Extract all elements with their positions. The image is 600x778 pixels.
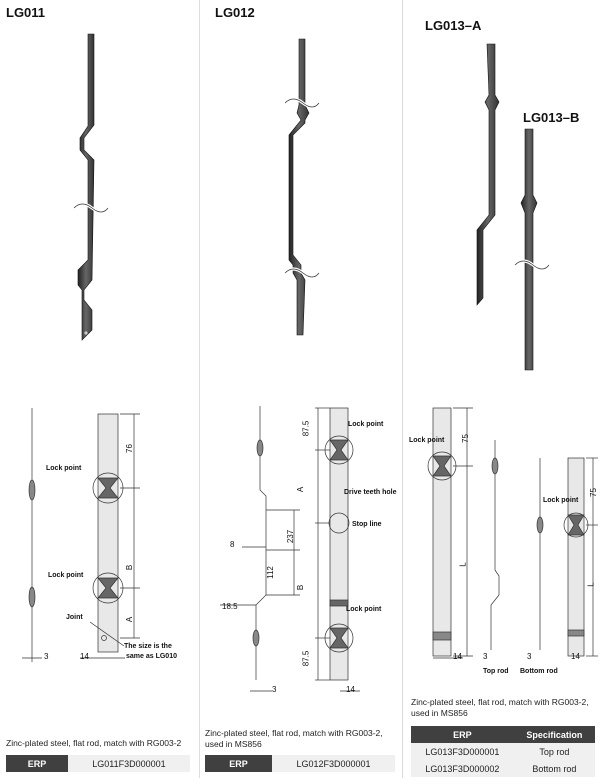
dimension-3: 3: [272, 685, 277, 694]
product-column-lg012: LG012: [199, 0, 402, 778]
product-description: Zinc-plated steel, flat rod, match with …: [205, 728, 383, 749]
dimension-a: A: [296, 486, 306, 493]
erp-table: ERP LG012F3D000001: [205, 755, 395, 772]
erp-header: ERP: [6, 755, 68, 772]
erp-code: LG013F3D000002: [411, 760, 514, 777]
dimension-14: 14: [571, 652, 580, 661]
erp-header: ERP: [411, 726, 514, 743]
model-title: LG011: [6, 5, 46, 20]
lock-point-label: Lock point: [348, 421, 384, 428]
note-label: The size is the: [124, 643, 172, 650]
rod-render-image: [283, 38, 321, 336]
dimension-l: L: [458, 562, 468, 567]
top-rod-label: Top rod: [483, 668, 509, 675]
table-row: LG013F3D000001 Top rod: [411, 743, 595, 760]
rod-drawing: [220, 406, 360, 692]
dimension-14: 14: [453, 652, 462, 661]
rod-render-image: [476, 43, 500, 306]
lock-point-label: Lock point: [48, 572, 84, 579]
dimension-l: L: [586, 582, 596, 587]
erp-code: LG011F3D000001: [68, 755, 190, 772]
dimension-76: 76: [124, 444, 134, 453]
rod-render-image: [513, 128, 551, 371]
dimension-14: 14: [346, 685, 355, 694]
dimension-87-5: 87.5: [301, 420, 311, 437]
lock-point-label: Lock point: [409, 437, 445, 444]
dimension-3: 3: [44, 652, 49, 661]
product-description: Zinc-plated steel, flat rod, match with …: [6, 738, 182, 748]
erp-header: ERP: [205, 755, 272, 772]
product-description: Zinc-plated steel, flat rod, match with …: [411, 697, 589, 718]
dimension-75: 75: [588, 488, 598, 497]
dimension-3: 3: [483, 652, 488, 661]
model-title: LG013–A: [425, 18, 482, 33]
lock-point-label: Lock point: [346, 606, 382, 613]
erp-code: LG013F3D000001: [411, 743, 514, 760]
dimension-8: 8: [230, 540, 235, 549]
rod-drawing: [427, 407, 598, 659]
specification-value: Top rod: [513, 743, 595, 760]
drive-teeth-hole-label: Drive teeth hole: [344, 489, 397, 496]
specification-value: Bottom rod: [513, 760, 595, 777]
stop-line-label: Stop line: [352, 521, 382, 528]
specification-header: Specification: [513, 726, 595, 743]
joint-label: Joint: [66, 614, 83, 621]
dimension-3: 3: [527, 652, 532, 661]
model-title: LG012: [215, 5, 255, 20]
note-label: same as LG010: [126, 653, 177, 660]
lock-point-label: Lock point: [46, 465, 82, 472]
rod-drawing: [22, 408, 140, 662]
dimension-87-5: 87.5: [301, 650, 311, 667]
model-title: LG013–B: [523, 110, 580, 125]
erp-table: ERP LG011F3D000001: [6, 755, 190, 772]
dimension-b: B: [125, 564, 135, 571]
dimension-14: 14: [80, 652, 89, 661]
dimension-237: 237: [286, 529, 296, 544]
dimension-a: A: [125, 616, 135, 623]
lock-point-label: Lock point: [543, 497, 579, 504]
dimension-75: 75: [460, 434, 470, 443]
dimension-b: B: [296, 584, 306, 591]
erp-spec-table: ERP Specification LG013F3D000001 Top rod…: [411, 726, 595, 777]
rod-render-image: [72, 33, 110, 341]
table-row: LG013F3D000002 Bottom rod: [411, 760, 595, 777]
product-column-lg013: LG013–A LG013–B: [402, 0, 600, 778]
bottom-rod-label: Bottom rod: [520, 668, 558, 675]
dimension-112: 112: [265, 566, 275, 579]
product-column-lg011: LG011: [0, 0, 198, 778]
dimension-18-5: 18.5: [222, 602, 238, 611]
erp-code: LG012F3D000001: [272, 755, 395, 772]
